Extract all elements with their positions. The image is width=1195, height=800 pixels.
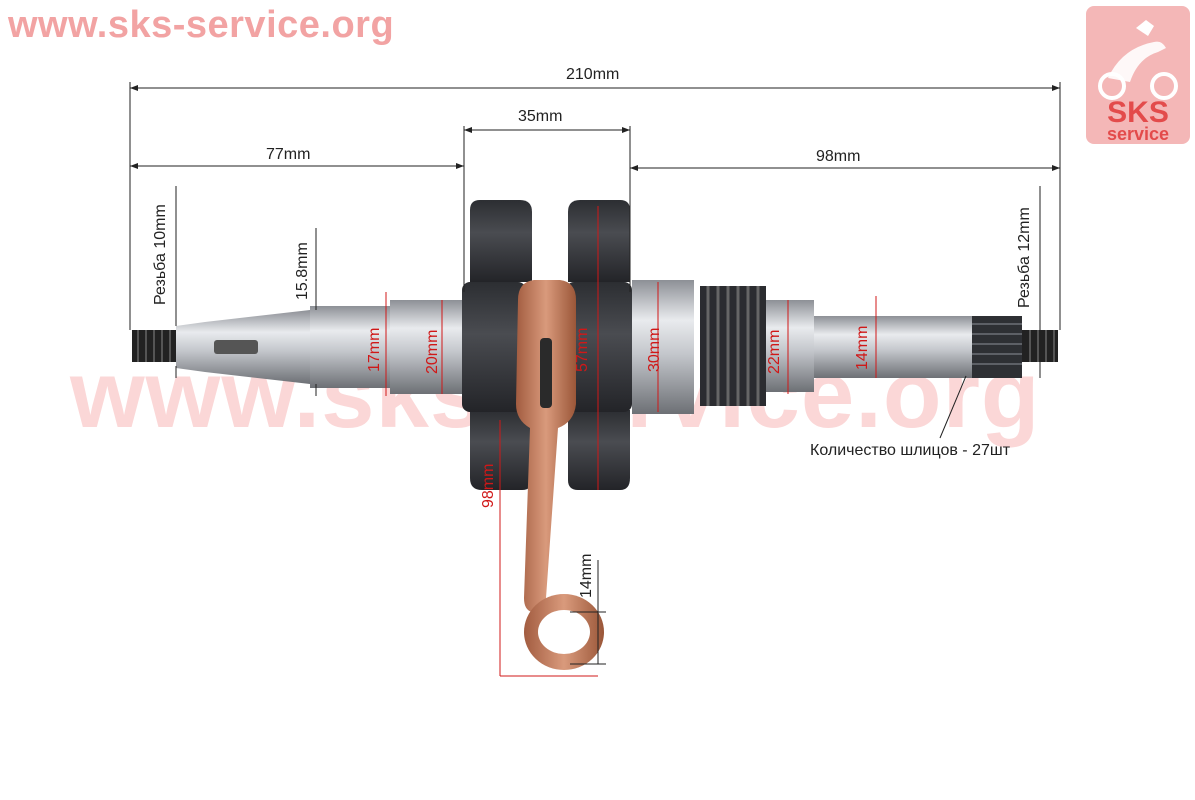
right-shaft-14: [814, 316, 972, 378]
dim-left-shaft: 77mm: [266, 146, 311, 163]
dim-bearing-30: 30mm: [646, 327, 663, 372]
web-right-hub: [566, 282, 632, 412]
crank-pin-slot: [540, 338, 552, 408]
dim-crank-width: 35mm: [518, 108, 563, 125]
right-journal-22: [766, 300, 814, 392]
right-thread-section: [700, 286, 766, 406]
dimension-lines: [129, 82, 1061, 665]
dim-left-taper: 15.8mm: [294, 242, 311, 300]
dim-journal-14: 14mm: [854, 325, 871, 370]
watermark-top: www.sks-service.org: [8, 4, 395, 46]
sks-logo: SKS service: [1086, 6, 1190, 144]
dim-left-thread: Резьба 10mm: [152, 204, 169, 305]
web-right-bottom: [568, 410, 630, 490]
dim-web-diameter: 57mm: [574, 327, 591, 372]
connecting-rod: [516, 280, 576, 612]
dim-right-thread: Резьба 12mm: [1016, 207, 1033, 308]
left-journal-17: [310, 306, 390, 388]
logo-sks-text: SKS: [1107, 96, 1169, 129]
keyway: [214, 340, 258, 354]
dim-rod-length: 98mm: [480, 463, 497, 508]
web-left-bottom: [470, 410, 532, 490]
right-thread: [1022, 330, 1058, 362]
dim-right-shaft: 98mm: [816, 148, 861, 165]
dim-journal-22: 22mm: [766, 329, 783, 374]
spline-count-note: Количество шлицов - 27шт: [810, 442, 1011, 459]
web-right-top: [568, 200, 630, 282]
web-left-top: [470, 200, 532, 282]
logo-service-text: service: [1107, 124, 1169, 144]
web-left-hub: [462, 282, 526, 412]
dim-overall-length: 210mm: [566, 66, 620, 83]
dim-journal-17: 17mm: [366, 327, 383, 372]
spline-section: [972, 316, 1022, 378]
red-dimension-lines: [385, 206, 877, 677]
dim-pin-14: 14mm: [578, 553, 595, 598]
right-bearing-journal: [632, 280, 694, 414]
left-journal-20: [390, 300, 466, 394]
dim-journal-20: 20mm: [424, 329, 441, 374]
